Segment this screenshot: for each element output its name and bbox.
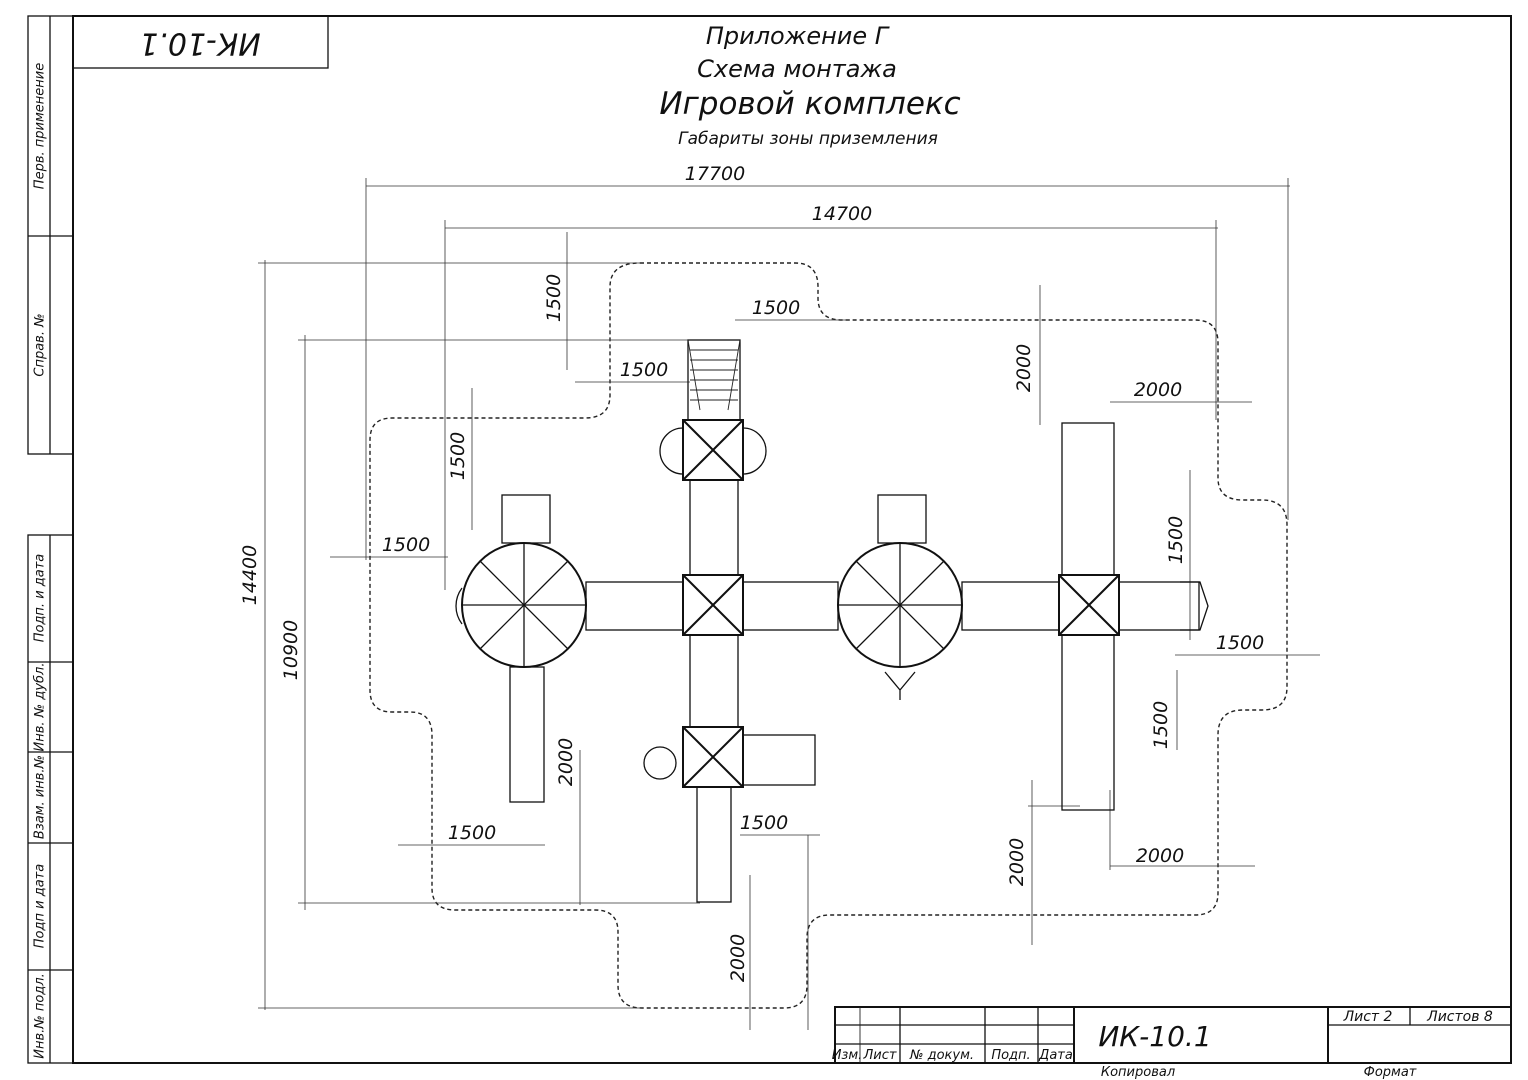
tb-code: ИК-10.1 [1098,1020,1211,1053]
stamp-podp1: Подп. и дата [33,554,48,643]
dim-1500-j: 1500 [740,812,788,834]
dim-2000-e: 2000 [1006,838,1028,886]
dim-2000-c: 2000 [555,738,577,786]
half-round-top [742,427,767,475]
bottom-roof [643,746,677,780]
stamp-inv-dubl: Инв. № дубл. [33,663,48,752]
tb-podp: Подп. [991,1048,1030,1063]
dimension-lines [258,178,1320,1030]
dim-1500-a: 1500 [543,274,565,322]
side-stamp: Перв. применение Справ. № Подп. и дата И… [27,15,74,1064]
landing-zone-outline [369,262,1288,1009]
stamp-inv-podl: Инв.№ подл. [33,973,48,1059]
dim-14700: 14700 [812,203,872,225]
tb-format: Формат [1364,1065,1417,1080]
dim-1500-h: 1500 [1150,701,1172,749]
subtitle: Габариты зоны приземления [678,129,938,149]
product-title: Игровой комплекс [659,86,960,122]
dim-1500-e: 1500 [382,534,430,556]
tb-list: Лист [863,1048,897,1063]
stamp-perv: Перв. применение [33,63,48,189]
dim-1500-c: 1500 [620,359,668,381]
rotated-code: ИК-10.1 [139,26,260,61]
stamp-sprav: Справ. № [33,313,48,376]
dimension-labels: 17700 14700 14400 10900 1500 1500 1500 1… [239,163,1264,982]
dim-1500-d: 1500 [447,432,469,480]
tb-sheet: Лист 2 [1343,1009,1393,1025]
play-complex [455,339,1209,903]
bridge-upper [689,479,739,576]
dim-1500-g: 1500 [1216,632,1264,654]
tall-ladder-top [1061,422,1115,576]
tb-date: Дата [1038,1048,1073,1063]
right-stairs [877,494,927,544]
tb-docnum: № докум. [909,1048,974,1063]
dim-14400: 14400 [239,545,261,605]
appendix-title: Приложение Г [706,22,890,50]
dim-17700: 17700 [685,163,745,185]
stamp-vzam: Взам. инв.№ [33,755,48,839]
dim-1500-b: 1500 [752,297,800,319]
dim-1500-f: 1500 [1165,516,1187,564]
dim-2000-f: 2000 [727,934,749,982]
scheme-title: Схема монтажа [697,55,897,83]
side-ladder [742,734,816,786]
bottom-slide [696,786,732,903]
left-bridge [585,581,684,631]
dim-2000-b: 2000 [1134,379,1182,401]
dim-2000-a: 2000 [1013,344,1035,392]
left-slide [509,666,545,803]
mid-bridge [742,581,839,631]
dim-2000-d: 2000 [1136,845,1184,867]
tb-copied: Копировал [1101,1065,1175,1080]
title-block: ИК-10.1 Лист 2 Листов 8 Изм. Лист № доку… [832,1006,1512,1080]
tall-ladder-bottom [1061,634,1115,811]
bridge-lower [689,634,739,728]
tb-izm: Изм. [832,1048,863,1063]
dim-10900: 10900 [280,620,302,680]
tunnel [1118,581,1200,631]
tb-sheets: Листов 8 [1426,1009,1493,1025]
left-stairs [501,494,551,544]
dim-1500-i: 1500 [448,822,496,844]
right-bridge [961,581,1060,631]
stamp-podp2: Подп и дата [33,864,48,948]
sheet-frame [72,15,1512,1064]
